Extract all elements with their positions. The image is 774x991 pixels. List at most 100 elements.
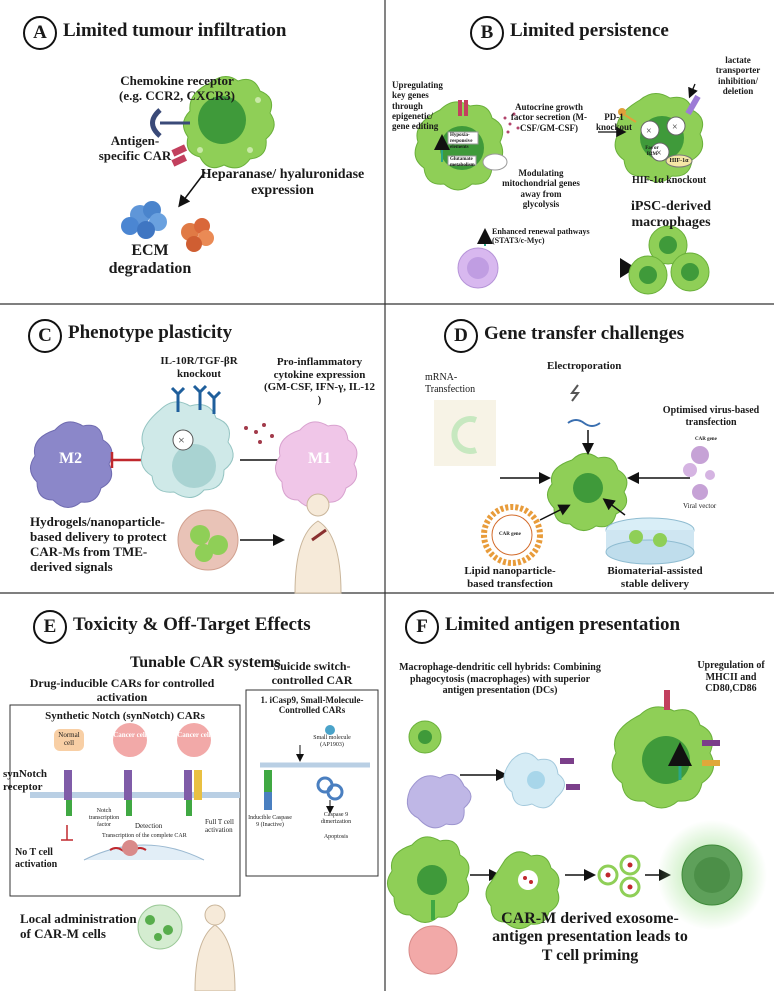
autocrine-label: Autocrine growth factor secretion (M-CSF… [510,102,588,133]
viral-vector-label: Viral vector [683,502,717,510]
car-gene-label-2: CAR gene [499,532,521,537]
panel-f-graphics [387,690,767,975]
hypoxia-label: Hypoxia-responsive elements [450,133,473,150]
upregulation-label: Upregulation of MHCII and CD80,CD86 [697,660,765,694]
dna-icon [567,419,601,427]
synnotch-title: Synthetic Notch (synNotch) CARs [45,710,205,722]
panel-c-title: Phenotype plasticity [68,322,233,343]
lipid-label: Lipid nanoparticle-based transfection [464,565,556,590]
car-icon-a [171,144,188,157]
full-activation-label: Full T cell activation [205,818,234,835]
glutamate-label: Glutamate metabolism [450,157,475,168]
panel-a-badge: A [23,16,57,50]
panel-a-title: Limited tumour infiltration [63,20,287,41]
biomaterial-dish-icon [605,517,695,565]
pd1-icon [618,108,626,116]
virus-label: Optimised virus-based transfection [662,405,760,428]
small-molecule-label: Small molecule (AP1903) [313,735,351,748]
pd1-label: PD-1 knockout [595,112,632,133]
m2-macrophage [30,421,113,508]
modulating-label: Modulating mitochondrial genes away from… [502,168,580,210]
fas-label: Fas or B2M [645,146,659,157]
panel-c-badge: C [28,319,62,353]
cancer-cell-label-2: Cancer cell [177,731,211,739]
panel-e-badge: E [33,610,67,644]
small-molecule-icon [325,725,335,735]
normal-cell-label: Normal cell [58,731,80,748]
mrna-box [434,400,496,466]
synnotch-receptor-label: synNotch receptor [3,768,48,793]
ipsc-label: iPSC-derived macrophages [630,199,712,231]
cancer-cell-label-1: Cancer cell [113,731,147,739]
m1-macrophage [275,421,358,508]
chemokine-label: Chemokine receptor (e.g. CCR2, CXCR3) [119,73,235,103]
glutamate-box [447,155,477,166]
lipid-nanoparticle-icon [481,504,543,566]
svg-text:×: × [646,126,652,137]
upregulated-macrophage [611,690,720,809]
panel-e-graphics [9,689,379,991]
viral-vector-icon [683,446,715,500]
panel-b-graphics: × × × [414,83,710,295]
local-admin-figure [137,904,236,991]
panel-a-graphics [121,76,275,252]
detection-label: Detection [135,822,163,830]
panel-f-title: Limited antigen presentation [445,614,681,635]
normal-cell [54,729,84,751]
heparanase-label: Heparanase/ hyaluronidase expression [200,167,365,199]
m2-label: M2 [59,450,83,467]
ecm-protein-blue [121,201,167,239]
ipsc-macrophage-cluster [628,225,710,295]
renewal-label: Enhanced renewal pathways (STAT3/c-Myc) [492,227,590,246]
lactate-label: lactate transporter inhibition/ deletion [715,55,761,97]
cancer-cell-2 [177,723,211,757]
panel-c-graphics: × [30,384,358,594]
hybrid-cells [406,720,580,829]
electroporation-label: Electroporation [547,360,622,372]
svg-text:×: × [656,148,662,159]
injection-icon [311,528,327,542]
panel-e-title: Toxicity & Off-Target Effects [73,614,311,635]
drug-inducible-label: Drug-inducible CARs for controlled activ… [29,676,215,704]
ecm-protein-orange [181,218,214,252]
svg-text:×: × [672,122,678,133]
svg-text:×: × [178,433,185,447]
suicide-switch-label: Suicide switch-controlled CAR [271,659,353,687]
ntf-label: Notch transcription factor [88,808,120,828]
dimerization-label: Caspase 9 dimerization [320,812,352,825]
knockout-label: IL-10R/TGF-βR knockout [160,355,238,380]
exosome-sequence [387,820,767,975]
cancer-cell-1 [113,723,147,757]
no-t-activation-label: No T cell activation [15,847,58,870]
lactate-transporter-icon [685,94,701,116]
apoptosis-label: Apoptosis [323,834,349,840]
biomaterial-label: Biomaterial-assisted stable delivery [607,565,703,590]
hif-inner-label: HIF-1α [669,158,689,164]
icasp9-label: 1. iCasp9, Small-Molecule-Controlled CAR… [260,695,364,716]
panel-f-badge: F [405,610,439,644]
transcription-label: Transcription of the complete CAR [102,833,187,839]
upregulating-label: Upregulating key genes through epigeneti… [392,80,443,132]
ecm-label: ECM degradation [108,242,192,278]
chemokine-receptor-icon [150,108,162,138]
synnotch-receptors [64,770,202,816]
hybrid-label: Macrophage-dendritic cell hybrids: Combi… [399,662,601,696]
lightning-icon [570,384,580,402]
panel-d-badge: D [444,319,478,353]
knocked-out-receptors [170,384,222,414]
hif-knockout-label: HIF-1α knockout [632,175,707,186]
inducible-label: Inducible Caspase 9 (Inactive) [248,815,292,828]
exosome-label: CAR-M derived exosome-antigen presentati… [492,910,688,964]
car-icon-b [458,100,462,116]
local-admin-label: Local administration of CAR-M cells [20,911,137,941]
tunable-label: Tunable CAR systems [130,654,281,671]
car-gene-label-1: CAR gene [695,437,717,442]
mitochondrion-icon [482,153,508,171]
antigen-car-label: Antigen-specific CAR [98,133,172,163]
patient-figure [294,493,342,594]
panel-b-title: Limited persistence [510,20,669,41]
panel-b-badge: B [470,16,504,50]
